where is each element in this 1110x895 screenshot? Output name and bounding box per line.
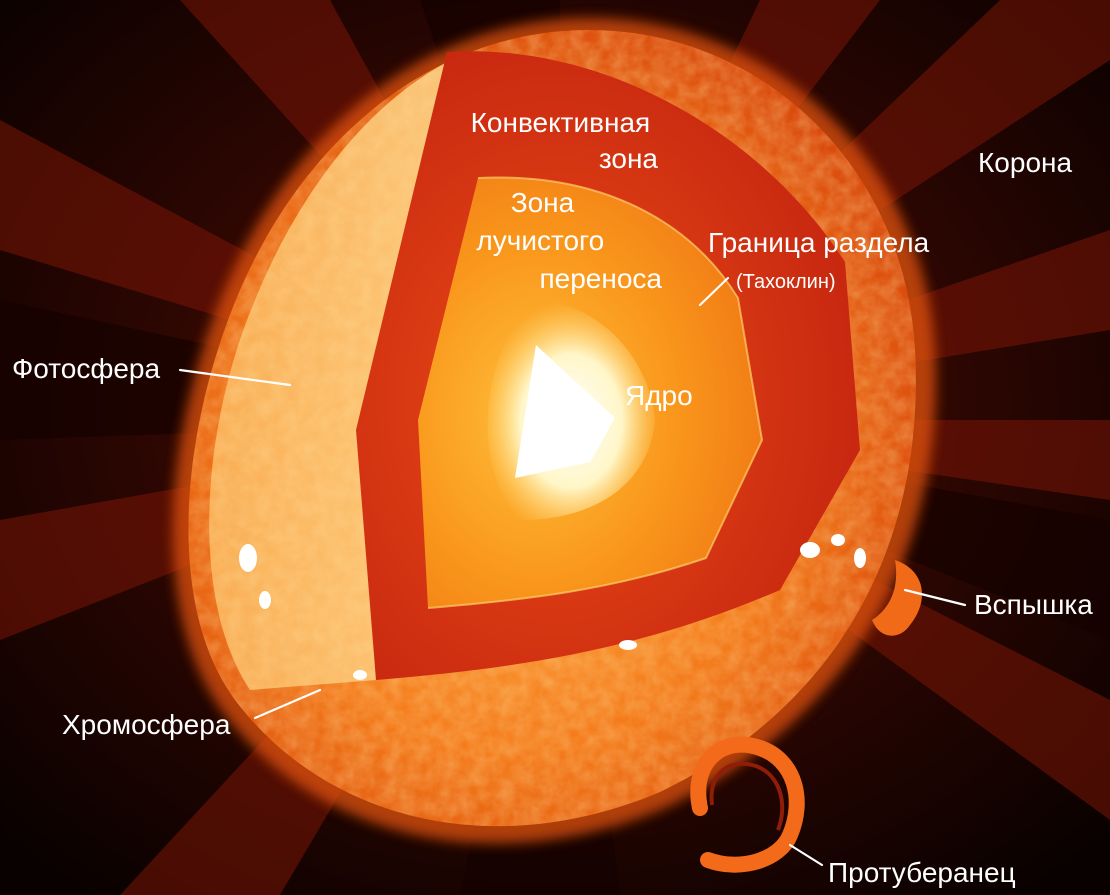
tachocline-sub-label: (Тахоклин) [736,271,836,293]
tachocline-label: Граница раздела [708,227,930,258]
corona-label: Корона [978,147,1072,178]
core-label: Ядро [625,380,693,411]
chromosphere-label: Хромосфера [62,709,231,740]
photosphere-label: Фотосфера [12,353,161,384]
flare-label: Вспышка [974,589,1093,620]
prominence-label: Протуберанец [828,857,1016,888]
